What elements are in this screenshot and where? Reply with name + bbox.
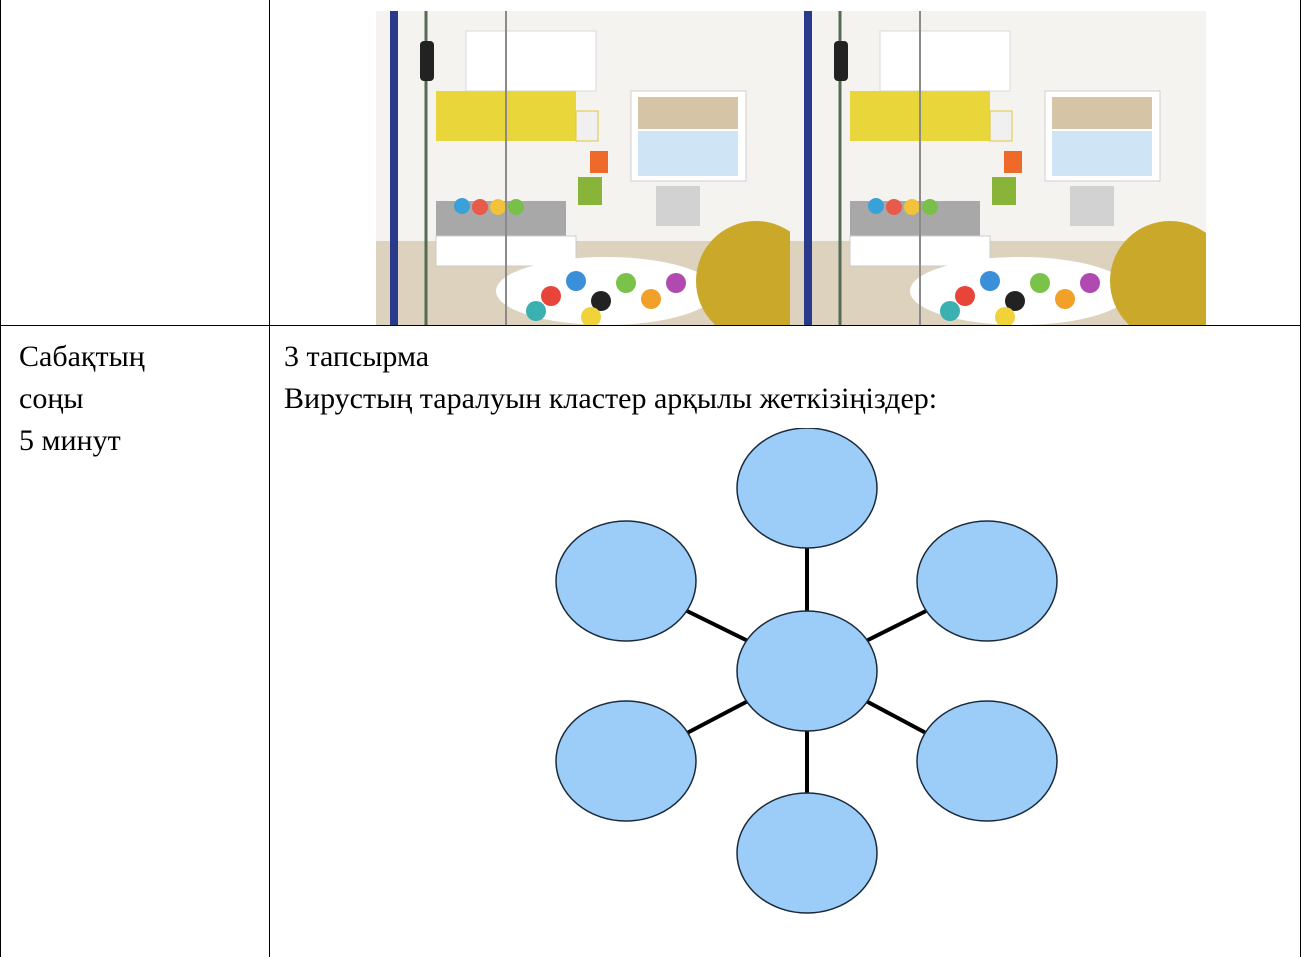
connectors — [686, 548, 927, 793]
task-title: 3 тапсырма — [284, 340, 430, 373]
stage-line-1: Сабақтың — [19, 340, 145, 373]
connector-bottom-left — [686, 699, 749, 735]
stage-line-2: соңы — [19, 382, 84, 415]
cluster-bubble-bottom-right — [916, 700, 1058, 822]
room-photo-2 — [790, 11, 1206, 325]
task-instruction: Вирустың таралуын кластер арқылы жеткізі… — [284, 382, 938, 415]
stage-text: Сабақтың соңы 5 минут — [1, 326, 269, 462]
room-image-icon — [790, 11, 1206, 325]
images-cell — [269, 0, 1301, 326]
task-text: 3 тапсырма Вирустың таралуын кластер арқ… — [270, 326, 1300, 420]
cluster-bubble-bottom-left — [555, 700, 697, 822]
connector-bottom-right — [865, 699, 927, 735]
cluster-svg — [555, 427, 1058, 914]
cluster-diagram — [552, 427, 1062, 948]
room-photo-1 — [376, 11, 792, 325]
cluster-bubble-top-right — [916, 520, 1058, 642]
table-row — [0, 0, 1301, 326]
cluster-bubble-bottom — [736, 792, 878, 914]
connector-top-left — [686, 609, 749, 643]
stage-cell: Сабақтың соңы 5 минут — [0, 325, 270, 957]
cluster-bubble-center — [736, 610, 878, 732]
empty-stage-cell — [0, 0, 270, 326]
cluster-bubble-top — [736, 427, 878, 549]
stage-duration: 5 минут — [19, 424, 121, 457]
room-image-icon — [376, 11, 792, 325]
cluster-bubble-top-left — [555, 520, 697, 642]
images-wrap — [270, 0, 1300, 325]
connector-top-right — [865, 609, 927, 643]
